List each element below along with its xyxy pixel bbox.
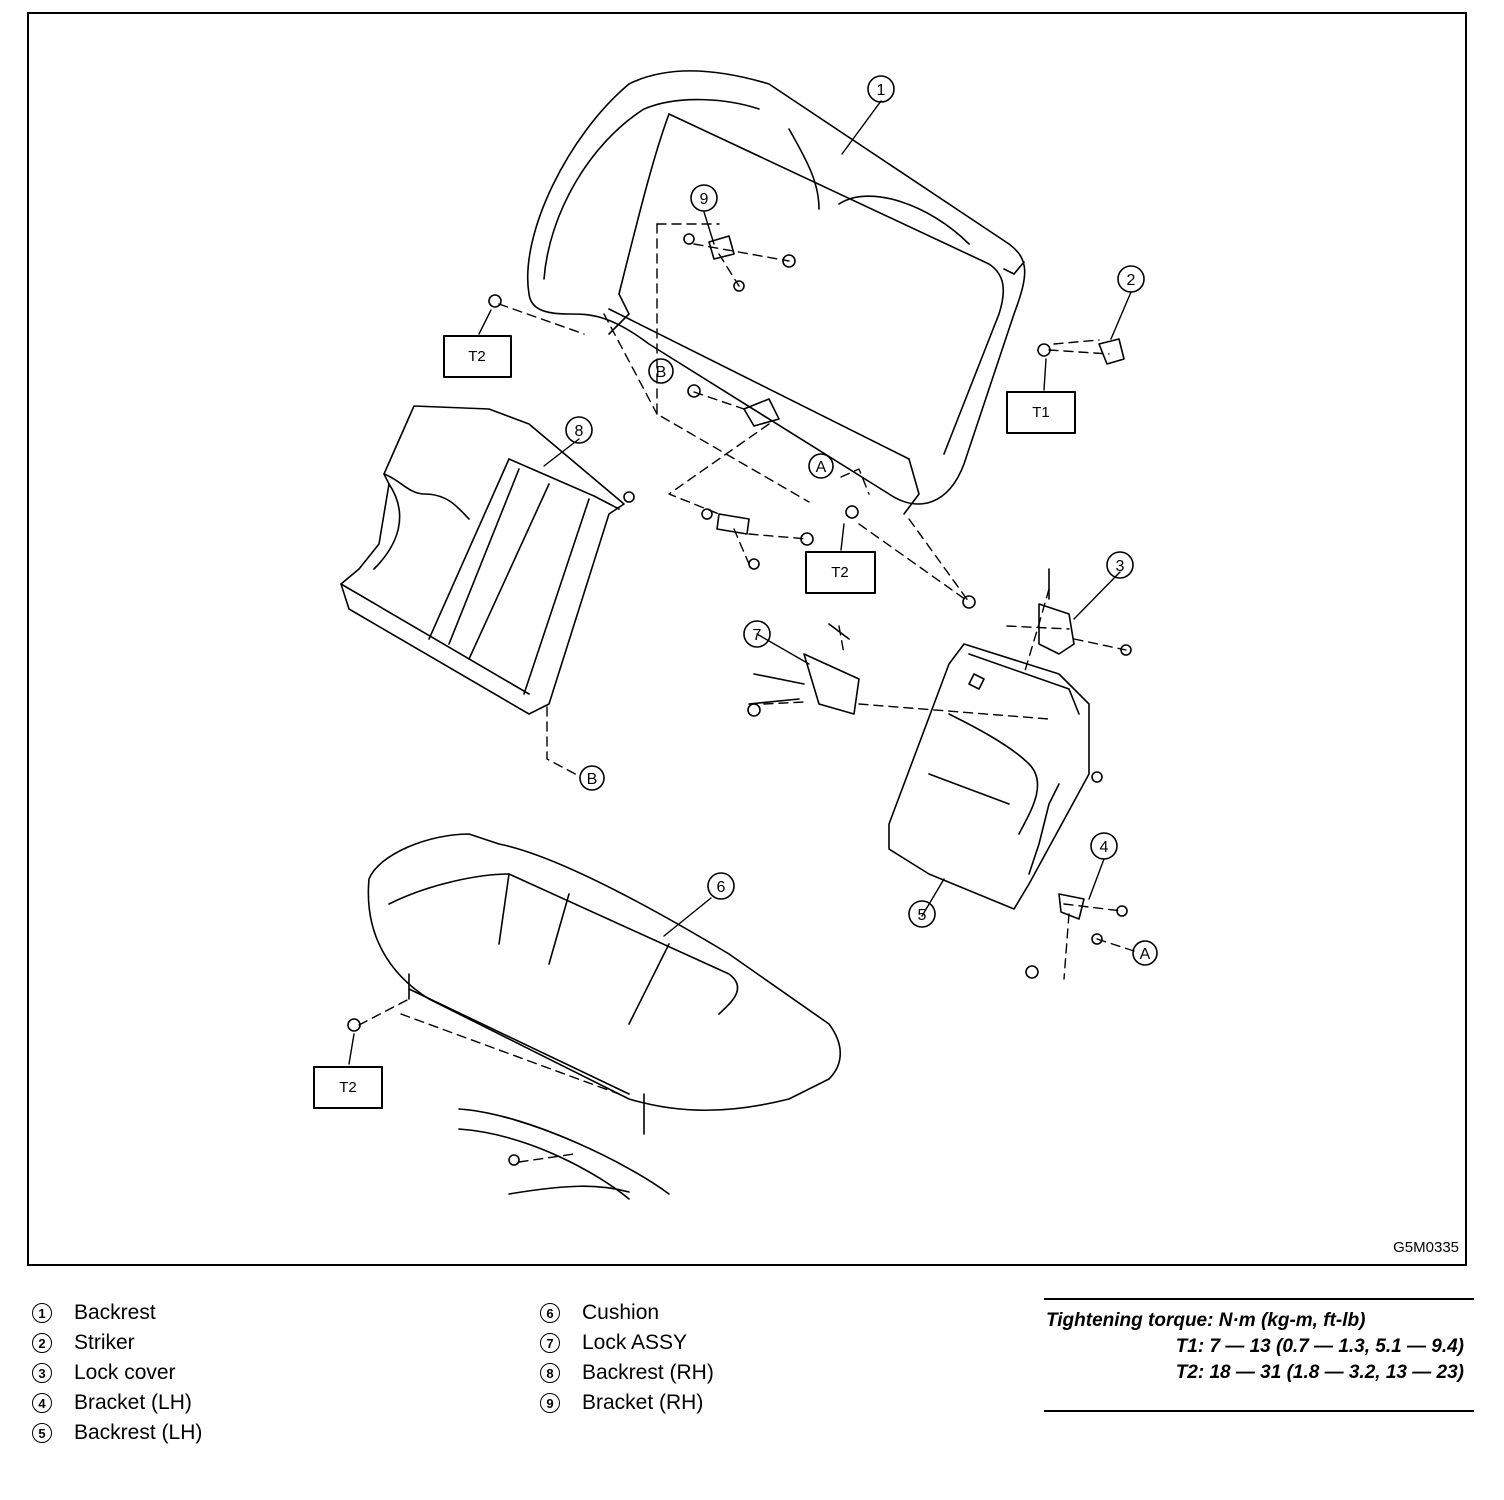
legend-item: 3 Lock cover	[32, 1358, 202, 1388]
lock-cover	[1038, 568, 1075, 655]
callout-7: 7	[743, 620, 771, 648]
legend-number: 3	[32, 1363, 52, 1383]
legend-item: 7 Lock ASSY	[540, 1328, 714, 1358]
legend-number: 2	[32, 1333, 52, 1353]
legend-label: Lock ASSY	[582, 1331, 688, 1354]
callout-6: 6	[707, 872, 735, 900]
callout-8: 8	[565, 416, 593, 444]
legend-number: 9	[540, 1393, 560, 1413]
ref-mark-b-upper: B	[648, 358, 674, 384]
lock-assy	[748, 623, 860, 715]
callout-1: 1	[867, 75, 895, 103]
svg-text:9: 9	[700, 191, 709, 208]
torque-title: Tightening torque: N·m (kg-m, ft-lb)	[1046, 1310, 1366, 1331]
legend-item: 5 Backrest (LH)	[32, 1418, 202, 1448]
ref-mark-a-upper: A	[808, 453, 834, 479]
svg-text:B: B	[587, 771, 598, 788]
backrest-rh	[340, 405, 625, 715]
torque-t2: T2: 18 — 31 (1.8 — 3.2, 13 — 23)	[1175, 1362, 1464, 1383]
svg-text:3: 3	[1116, 558, 1125, 575]
floor-lines	[458, 1108, 670, 1200]
legend-item: 2 Striker	[32, 1328, 202, 1358]
svg-text:1: 1	[877, 82, 886, 99]
torque-box-t2-lower: T2	[313, 1066, 383, 1109]
svg-text:A: A	[1140, 946, 1151, 963]
svg-text:T2: T2	[831, 564, 849, 581]
callout-3: 3	[1106, 551, 1134, 579]
legend-item: 4 Bracket (LH)	[32, 1388, 202, 1418]
legend-left: 1 Backrest 2 Striker 3 Lock cover 4 Bracket …	[32, 1298, 202, 1448]
callout-5: 5	[908, 900, 936, 928]
exploded-diagram: 1 2 3 4 5 6 7 8 9 A A B B T2 T1 T2 T2 G5…	[27, 12, 1467, 1266]
bracket-lh	[1025, 893, 1128, 979]
legend-number: 1	[32, 1303, 52, 1323]
svg-text:4: 4	[1100, 839, 1109, 856]
legend-label: Backrest (RH)	[582, 1361, 714, 1384]
torque-box-t2-upper: T2	[443, 335, 512, 378]
svg-text:T1: T1	[1032, 404, 1050, 421]
legend-label: Cushion	[582, 1301, 660, 1324]
backrest-lh	[888, 643, 1090, 910]
legend-label: Bracket (LH)	[74, 1391, 192, 1414]
svg-text:6: 6	[717, 879, 726, 896]
bracket-b	[687, 384, 780, 427]
legend-number: 4	[32, 1393, 52, 1413]
legend-item: 8 Backrest (RH)	[540, 1358, 714, 1388]
callout-2: 2	[1117, 265, 1145, 293]
legend-item: 1 Backrest	[32, 1298, 202, 1328]
svg-text:2: 2	[1127, 272, 1136, 289]
torque-spec: Tightening torque: N·m (kg-m, ft-lb) T1:…	[1044, 1298, 1474, 1412]
backrest-main	[527, 70, 1026, 515]
legend-number: 6	[540, 1303, 560, 1323]
bracket-mid	[701, 508, 814, 570]
legend-label: Backrest (LH)	[74, 1421, 203, 1444]
legend-label: Bracket (RH)	[582, 1391, 704, 1414]
torque-box-t2-middle: T2	[805, 551, 876, 594]
torque-box-t1: T1	[1006, 391, 1076, 434]
legend-number: 8	[540, 1363, 560, 1383]
callout-9: 9	[690, 184, 718, 212]
legend-item: 6 Cushion	[540, 1298, 714, 1328]
svg-text:7: 7	[753, 627, 762, 644]
ref-mark-a-lower: A	[1132, 940, 1158, 966]
svg-text:8: 8	[575, 423, 584, 440]
legend-item: 9 Bracket (RH)	[540, 1388, 714, 1418]
callout-4: 4	[1090, 832, 1118, 860]
legend-right: 6 Cushion 7 Lock ASSY 8 Backrest (RH) 9 Brac…	[540, 1298, 714, 1418]
assembly-dashed-lines	[358, 223, 1135, 1163]
bolts	[347, 294, 1132, 1166]
legend-label: Backrest	[74, 1301, 156, 1324]
torque-t1: T1: 7 — 13 (0.7 — 1.3, 5.1 — 9.4)	[1175, 1336, 1464, 1357]
figure-id: G5M0335	[1393, 1239, 1459, 1256]
bracket-rh	[683, 233, 796, 292]
legend-label: Striker	[74, 1331, 135, 1354]
seat-cushion	[367, 833, 841, 1135]
svg-text:T2: T2	[339, 1079, 357, 1096]
svg-text:T2: T2	[468, 348, 486, 365]
svg-text:B: B	[656, 364, 667, 381]
legend-number: 7	[540, 1333, 560, 1353]
ref-mark-b-lower: B	[579, 765, 605, 791]
svg-text:5: 5	[918, 907, 927, 924]
svg-text:A: A	[816, 459, 827, 476]
leader-lines	[348, 100, 1132, 1065]
legend-number: 5	[32, 1423, 52, 1443]
legend-label: Lock cover	[74, 1361, 176, 1384]
diagram-drawing: 1 2 3 4 5 6 7 8 9 A A B B T2 T1 T2 T2	[313, 70, 1158, 1200]
